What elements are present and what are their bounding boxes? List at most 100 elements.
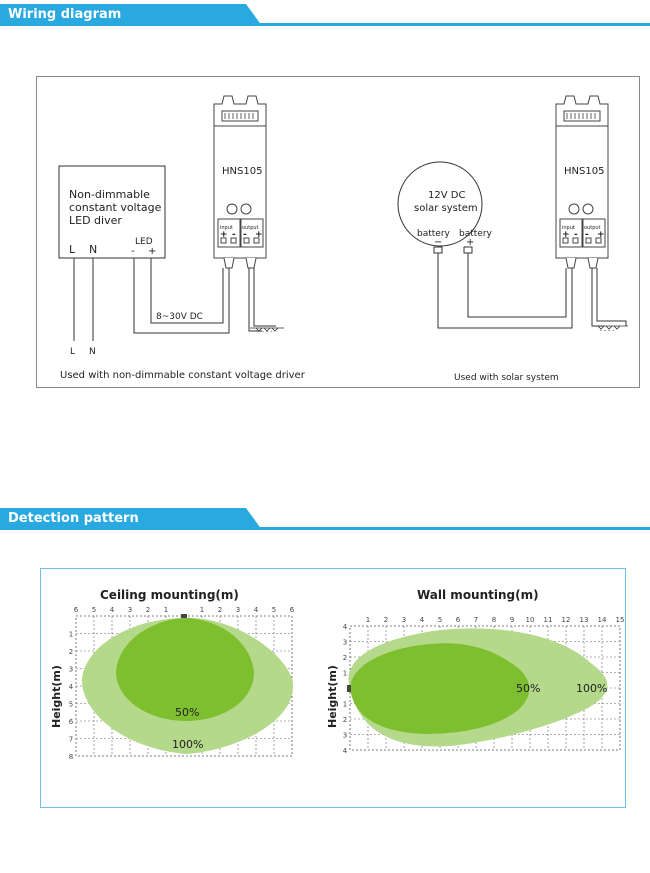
ceiling-y-tick: 5 xyxy=(69,701,73,709)
ceiling-y-tick: 6 xyxy=(69,718,74,726)
ceiling-ylabel: Height(m) xyxy=(50,665,63,728)
left-input-minus: - xyxy=(232,230,236,240)
right-output-minus: - xyxy=(585,230,589,240)
left-device-name: HNS105 xyxy=(222,166,262,177)
driver-n-terminal: N xyxy=(89,243,97,256)
ceiling-y-tick: 4 xyxy=(69,683,74,691)
wall-ylabel: Height(m) xyxy=(326,665,339,728)
right-output-label: output xyxy=(584,225,601,231)
ceiling-x-tick: 2 xyxy=(146,606,150,614)
left-input-plus: + xyxy=(220,230,228,240)
wall-x-tick: 4 xyxy=(420,616,425,624)
ceiling-x-tick: 5 xyxy=(272,606,276,614)
right-input-plus: + xyxy=(562,230,570,240)
solar-label-line1: 12V DC xyxy=(428,190,465,201)
right-hns105-device xyxy=(555,95,609,269)
ceiling-label-100: 100% xyxy=(172,738,203,751)
ceiling-y-tick: 3 xyxy=(69,666,73,674)
led-driver-box: Non-dimmable constant voltage LED diver … xyxy=(58,165,166,259)
ceiling-x-tick: 1 xyxy=(164,606,168,614)
wiring-diagram-panel: Non-dimmable constant voltage LED diver … xyxy=(36,76,640,388)
wall-x-tick: 13 xyxy=(580,616,589,624)
solar-system-circle: 12V DC solar system battery battery − + xyxy=(397,161,493,254)
wall-x-tick: 11 xyxy=(544,616,553,624)
ceiling-sensor-icon xyxy=(181,614,187,618)
driver-led-label: LED xyxy=(135,237,153,247)
ceiling-y-tick: 8 xyxy=(69,753,73,761)
ceiling-label-50: 50% xyxy=(175,706,199,719)
right-led-load-icon xyxy=(592,325,628,330)
battery-minus-label: battery xyxy=(417,229,451,239)
wiring-section-header: Wiring diagram xyxy=(0,4,650,26)
driver-l-terminal: L xyxy=(69,243,76,256)
left-input-label: input xyxy=(220,225,233,231)
wall-label-50: 50% xyxy=(516,682,540,695)
ceiling-x-tick: 5 xyxy=(92,606,96,614)
header-underline xyxy=(0,527,650,530)
driver-label-line3: LED diver xyxy=(69,214,122,227)
wall-x-tick: 15 xyxy=(616,616,625,624)
right-led-load-text: - - - - xyxy=(600,327,614,334)
wall-y-tick: 4 xyxy=(343,747,348,755)
ceiling-x-tick: 6 xyxy=(290,606,295,614)
wall-x-tick: 12 xyxy=(562,616,571,624)
wall-x-tick: 14 xyxy=(598,616,607,624)
wall-y-tick: 2 xyxy=(343,654,347,662)
right-output-plus: + xyxy=(597,230,605,240)
battery-minus-sign: − xyxy=(434,237,442,248)
wall-y-tick: 3 xyxy=(343,732,347,740)
ceiling-x-tick: 3 xyxy=(128,606,132,614)
ceiling-x-tick: 2 xyxy=(218,606,222,614)
left-caption: Used with non-dimmable constant voltage … xyxy=(60,370,306,381)
driver-minus: - xyxy=(131,246,135,257)
left-hns105-device xyxy=(213,95,267,269)
driver-label-line2: constant voltage xyxy=(69,201,162,214)
ceiling-y-tick: 7 xyxy=(69,736,73,744)
wall-x-tick: 10 xyxy=(526,616,535,624)
mains-n-label: N xyxy=(89,347,96,357)
battery-plus-sign: + xyxy=(466,237,474,248)
ceiling-x-tick: 3 xyxy=(236,606,240,614)
left-voltage-label: 8~30V DC xyxy=(156,312,203,322)
ceiling-y-tick: 2 xyxy=(69,648,73,656)
mains-l-label: L xyxy=(70,347,75,357)
wall-x-tick: 9 xyxy=(510,616,514,624)
ceiling-x-tick: 1 xyxy=(200,606,204,614)
wall-title: Wall mounting(m) xyxy=(417,588,539,602)
driver-plus: + xyxy=(148,246,156,257)
solar-label-line2: solar system xyxy=(414,203,478,214)
detection-section-title: Detection pattern xyxy=(0,508,262,530)
wall-sensor-icon xyxy=(347,685,351,692)
ceiling-title: Ceiling mounting(m) xyxy=(100,588,239,602)
wall-x-tick: 5 xyxy=(438,616,442,624)
wall-y-tick: 1 xyxy=(343,701,347,709)
wall-x-tick: 1 xyxy=(366,616,370,624)
right-device-name: HNS105 xyxy=(564,166,604,177)
left-output-plus: + xyxy=(255,230,263,240)
wall-y-tick: 3 xyxy=(343,639,347,647)
ceiling-x-tick: 6 xyxy=(74,606,79,614)
right-input-minus: - xyxy=(574,230,578,240)
wall-x-tick: 6 xyxy=(456,616,461,624)
left-led-load-text: - - - - xyxy=(258,328,272,335)
left-led-load-icon xyxy=(250,327,284,332)
wall-x-tick: 3 xyxy=(402,616,406,624)
header-underline xyxy=(0,23,650,26)
left-output-label: output xyxy=(242,225,259,231)
right-caption: Used with solar system xyxy=(454,373,559,383)
mains-wires xyxy=(73,258,94,341)
wall-y-tick: 4 xyxy=(343,623,348,631)
wall-x-tick: 7 xyxy=(474,616,478,624)
wall-y-tick: 1 xyxy=(343,670,347,678)
ceiling-y-tick: 1 xyxy=(69,631,73,639)
left-output-minus: - xyxy=(243,230,247,240)
battery-plus-label: battery xyxy=(459,229,493,239)
wall-x-tick: 2 xyxy=(384,616,388,624)
wall-x-tick: 8 xyxy=(492,616,496,624)
ceiling-x-tick: 4 xyxy=(110,606,115,614)
detection-section-header: Detection pattern xyxy=(0,508,650,530)
wall-y-tick: 2 xyxy=(343,716,347,724)
wiring-section-title: Wiring diagram xyxy=(0,4,262,26)
wall-zone-50 xyxy=(350,643,530,734)
right-input-label: input xyxy=(562,225,575,231)
